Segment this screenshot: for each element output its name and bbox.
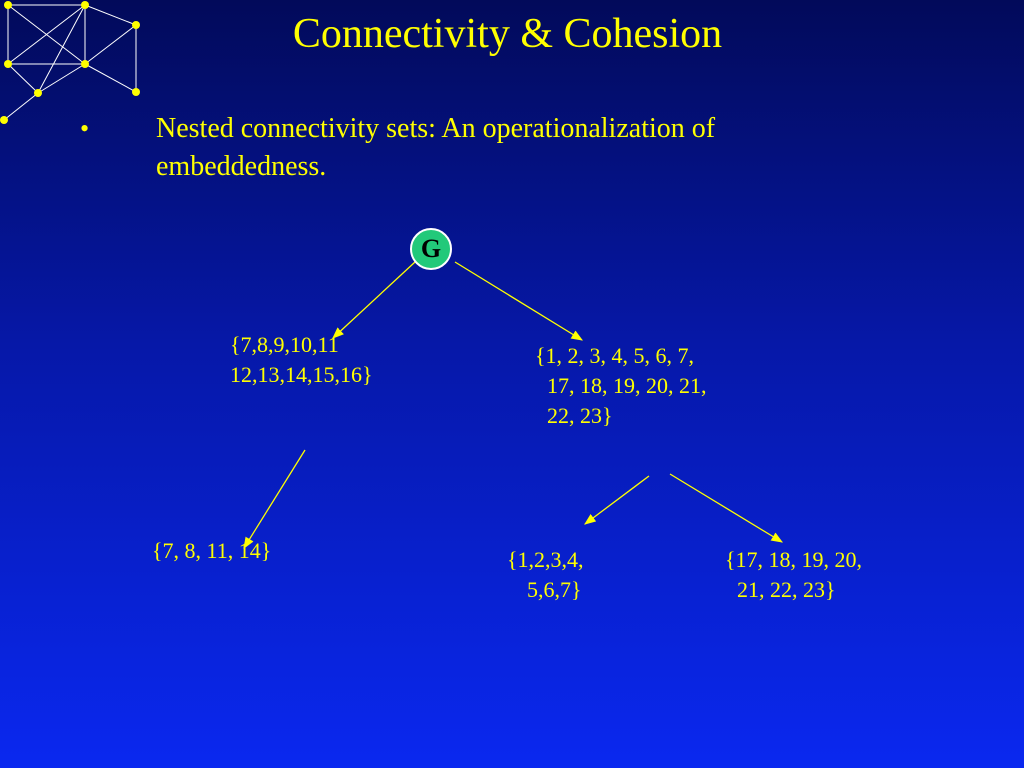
set-left: {7,8,9,10,11 12,13,14,15,16} [230, 330, 373, 390]
set-right-child-a-line-2: 5,6,7} [527, 577, 582, 602]
edge-root-left [332, 261, 416, 339]
set-right-child-a: {1,2,3,4, 5,6,7} [507, 545, 584, 605]
set-right-line-2: 17, 18, 19, 20, 21, [547, 373, 707, 398]
edge-right-child-a [584, 475, 650, 525]
set-right-child-b: {17, 18, 19, 20, 21, 22, 23} [725, 545, 862, 605]
set-left-line-1: {7,8,9,10,11 [230, 332, 339, 357]
bullet-text: Nested connectivity sets: An operational… [156, 113, 716, 182]
set-left-child: {7, 8, 11, 14} [152, 536, 271, 566]
bullet-icon: • [80, 114, 90, 143]
edge-root-right [454, 261, 583, 341]
set-right-line-1: {1, 2, 3, 4, 5, 6, 7, [535, 343, 695, 368]
set-right-child-a-line-1: {1,2,3,4, [507, 547, 584, 572]
set-left-line-2: 12,13,14,15,16} [230, 362, 373, 387]
edge-right-child-b [669, 473, 784, 543]
set-left-child-line-1: {7, 8, 11, 14} [152, 538, 272, 563]
set-right: {1, 2, 3, 4, 5, 6, 7, 17, 18, 19, 20, 21… [535, 341, 707, 431]
set-right-line-3: 22, 23} [547, 403, 613, 428]
set-right-child-b-line-2: 21, 22, 23} [737, 577, 836, 602]
edge-left-child [243, 449, 306, 549]
set-right-child-b-line-1: {17, 18, 19, 20, [725, 547, 863, 572]
tree-root-node: G [410, 228, 452, 270]
network-logo-icon [0, 1, 140, 124]
slide-title: Connectivity & Cohesion [292, 11, 723, 57]
